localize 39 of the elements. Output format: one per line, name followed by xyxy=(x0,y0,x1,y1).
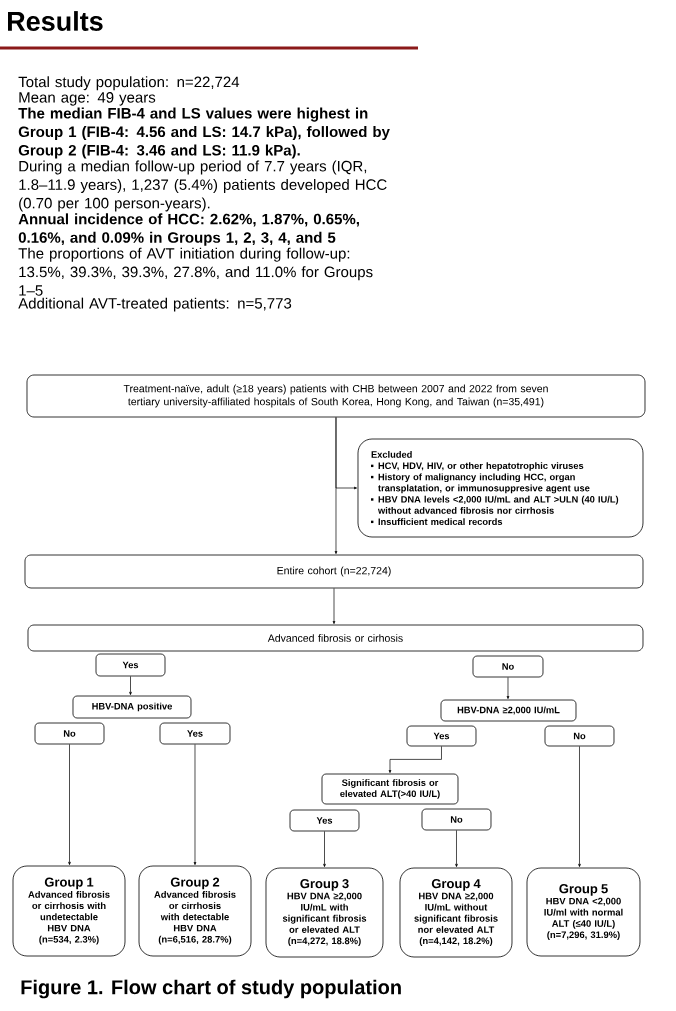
arrow xyxy=(506,677,510,699)
decision-box: Yes xyxy=(289,809,360,832)
decision-box: Yes xyxy=(406,725,477,747)
arrow xyxy=(578,746,581,867)
group-box: Group 4 HBV DNA ≥2,000 IU/mL without significant fibrosis nor elevated ALT (n=4,142, 18.2%) xyxy=(399,867,513,958)
process-box: Treatment-naïve, adult (≥18 years) patients with CHB between 2007 and 2022 from seven tertiary university-affiliated hospitals of South Korea, Hong Kong, and Taiwan (n=35,491) xyxy=(26,374,646,418)
decision-box: Yes xyxy=(159,722,231,745)
decision-box: No xyxy=(472,655,544,678)
paragraph: Annual incidence of HCC: 2.62%, 1.87%, 0.65%, 0.16%, and 0.09% in Groups 1, 2, 3, 4, and 5 xyxy=(18,213,359,246)
arrow xyxy=(332,588,336,624)
process-box: Advanced fibrosis or cirhosis xyxy=(27,624,644,652)
group-box: Group 2 Advanced fibrosis or cirrhosis with detectable HBV DNA (n=6,516, 28.7%) xyxy=(138,865,252,957)
arrow xyxy=(388,746,442,773)
paragraph: Additional AVT-treated patients: n=5,773 xyxy=(18,297,292,312)
arrow xyxy=(323,831,326,867)
arrow xyxy=(335,417,357,490)
paragraph: Mean age: 49 years xyxy=(19,92,156,106)
process-box: Entire cohort (n=22,724) xyxy=(24,554,644,589)
arrow xyxy=(193,744,197,865)
heading: Results xyxy=(8,11,103,31)
arrow xyxy=(68,744,71,865)
arrow xyxy=(455,830,458,867)
decision-box: Yes xyxy=(95,653,166,677)
paragraph: The proportions of AVT initiation during follow-up: 13.5%, 39.3%, 39.3%, 27.8%, and 11.0% for Groups 1–5 xyxy=(18,247,373,296)
decision-box: Significant fibrosis or elevated ALT(>40 IU/L) xyxy=(321,773,459,805)
decision-box: HBV-DNA ≥2,000 IU/mL xyxy=(440,699,577,722)
decision-box: No xyxy=(34,722,105,745)
group-box: Group 1 Advanced fibrosis or cirrhosis with undetectable HBV DNA (n=534, 2.3%) xyxy=(12,865,126,957)
decision-box: No xyxy=(544,725,615,747)
paragraph: During a median follow-up period of 7.7 years (IQR, 1.8–11.9 years), 1,237 (5.4%) patients developed HCC (0.70 per 100 person-years). xyxy=(19,160,387,212)
arrow xyxy=(129,676,132,695)
group-box: Group 3 HBV DNA ≥2,000 IU/mL with significant fibrosis or elevated ALT (n=4,272, 18.8%) xyxy=(265,867,384,958)
paragraph: The median FIB-4 and LS values were highest in Group 1 (FIB-4: 4.56 and LS: 14.7 kPa), followed by Group 2 (FIB-4: 3.46 and LS: 11.9 kPa). xyxy=(18,107,390,159)
paragraph: Total study population: n=22,724 xyxy=(18,76,240,91)
decision-box: HBV-DNA positive xyxy=(72,695,192,719)
group-box: Group 5 HBV DNA <2,000 IU/ml with normal ALT (≤40 IU/L) (n=7,296, 31.9%) xyxy=(526,867,641,957)
decision-box: No xyxy=(421,808,492,831)
exclusion-box: Excluded HCV, HDV, HIV, or other hepatotrophic viruses History of malignancy including HCC, organ transplatation, or immunosuppresive agent use HBV DNA levels <2,000 IU/mL and ALT >ULN (40 IU/L) without advanced fibrosis nor cirrhosis Insufficient medical records xyxy=(357,438,644,538)
caption: Figure 1. Flow chart of study population xyxy=(21,979,401,999)
